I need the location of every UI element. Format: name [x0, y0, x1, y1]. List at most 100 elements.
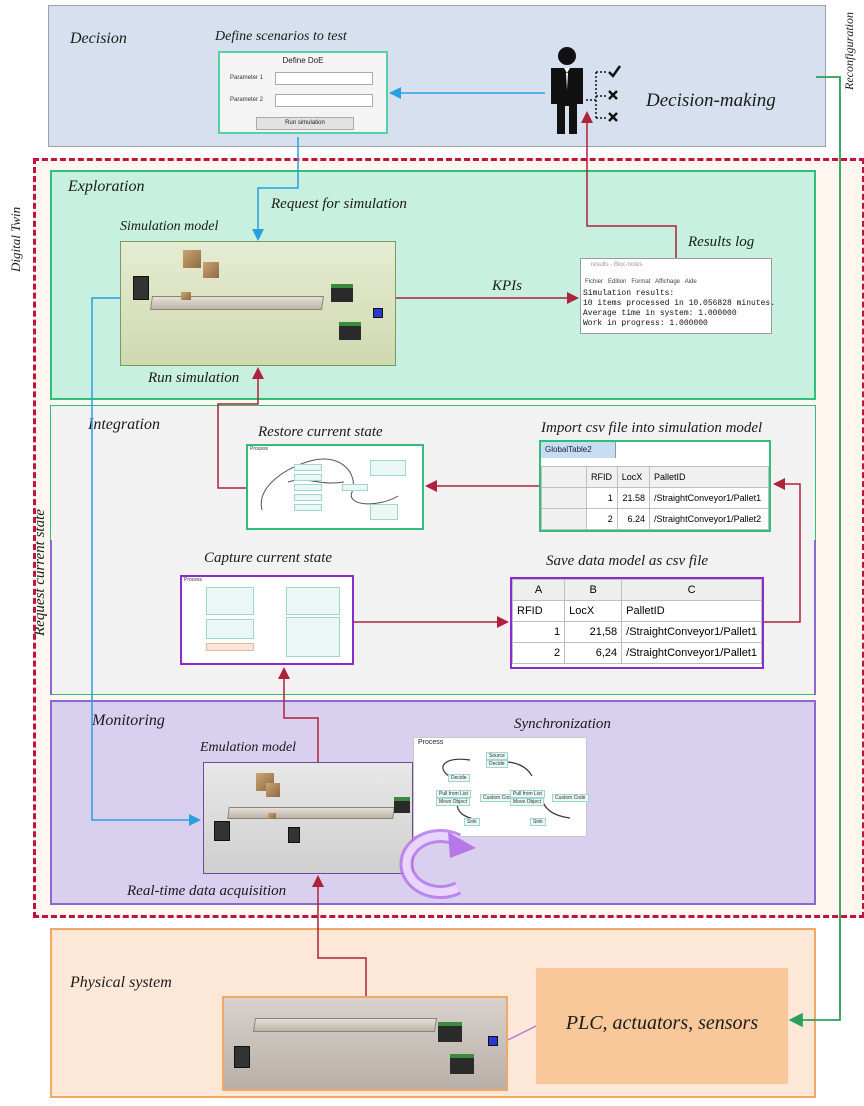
- person-icon: [551, 47, 583, 134]
- excel-col-letter: A: [511, 579, 566, 601]
- menu-fichier[interactable]: Fichier: [585, 279, 604, 285]
- synchronization-label: Synchronization: [514, 716, 611, 732]
- notepad-line-2: 10 items processed in 10.056828 minutes.: [583, 299, 776, 308]
- restore-node-6: [342, 484, 368, 491]
- excel-header: RFID: [511, 600, 566, 622]
- table-row-header: [541, 508, 587, 530]
- sync-node-sink-left: Sink: [464, 818, 480, 826]
- excel-col-letter: C: [621, 579, 762, 601]
- phys-conveyor: [253, 1018, 437, 1032]
- restore-node-2: [294, 474, 322, 481]
- sim-pallet: [181, 292, 191, 300]
- checklist-icon: [586, 65, 622, 122]
- doe-window: Define DoE Parameter 1 Parameter 2 Run s…: [218, 51, 388, 134]
- capture-node-1: [206, 587, 254, 615]
- import-csv-label: Import csv file into simulation model: [541, 420, 763, 436]
- global-table-tab[interactable]: GlobalTable2: [541, 442, 616, 458]
- save-csv-label: Save data model as csv file: [546, 553, 709, 569]
- sync-node-code-right: Custom Code: [552, 794, 589, 802]
- table-header: LocX: [616, 466, 651, 488]
- global-table-window: GlobalTable2 RFID LocX PalletID 1 21.58 …: [539, 440, 771, 532]
- table-corner: [541, 466, 587, 488]
- excel-cell: 21,58: [564, 621, 623, 643]
- restore-node-4: [294, 494, 322, 501]
- sim-box-1: [183, 250, 201, 268]
- sync-node-decide-left: Decide: [448, 774, 470, 782]
- sim-machine-2: [339, 322, 361, 340]
- phys-sink: [488, 1036, 498, 1046]
- excel-row: 1 21,58 /StraightConveyor1/Pallet1: [511, 621, 762, 643]
- excel-view: A B C RFID LocX PalletID 1 21,58 /Straig…: [510, 577, 764, 669]
- results-notepad: results - Bloc-notes Fichier Edition For…: [580, 258, 776, 334]
- simulation-model-label: Simulation model: [120, 219, 219, 234]
- sync-node-source: Source: [486, 752, 508, 760]
- digital-twin-label: Digital Twin: [8, 206, 23, 272]
- notepad-menu: Fichier Edition Format Affichage Aide: [585, 279, 697, 285]
- restore-process-title: Process: [250, 446, 269, 452]
- define-scenarios-label: Define scenarios to test: [215, 29, 347, 44]
- table-row: 2 6.24 /StraightConveyor1/Pallet2: [541, 508, 769, 530]
- sim-box-2: [203, 262, 219, 278]
- sync-process-view: Process Source Decide Decide Pull from L…: [413, 737, 589, 837]
- sync-node-move-right: Move Object: [510, 798, 545, 806]
- plc-label: PLC, actuators, sensors: [565, 1012, 759, 1034]
- table-header: RFID: [586, 466, 618, 488]
- emu-box-2: [266, 783, 280, 797]
- sync-node-move-left: Move Object: [436, 798, 471, 806]
- notepad-line-3: Average time in system: 1.000000: [583, 309, 737, 318]
- emulation-model-label: Emulation model: [200, 740, 297, 755]
- restore-flow-lines: [260, 458, 399, 511]
- decision-layer: [48, 5, 826, 147]
- plc-box: PLC, actuators, sensors: [536, 968, 788, 1084]
- excel-cell: 2: [511, 642, 566, 664]
- excel-table: A B C RFID LocX PalletID 1 21,58 /Straig…: [511, 579, 762, 664]
- capture-node-4: [286, 587, 340, 615]
- kpis-label: KPIs: [492, 278, 522, 294]
- physical-title: Physical system: [70, 974, 172, 991]
- phys-source: [234, 1046, 250, 1068]
- param1-input[interactable]: [275, 72, 373, 85]
- global-table-tab-label: GlobalTable2: [545, 445, 592, 454]
- capture-node-3: [206, 643, 254, 651]
- menu-affichage[interactable]: Affichage: [655, 279, 681, 285]
- sync-node-decide-top: Decide: [486, 760, 508, 768]
- global-table: RFID LocX PalletID 1 21.58 /StraightConv…: [541, 466, 769, 530]
- excel-col-letter: B: [564, 579, 623, 601]
- emu-source: [214, 821, 230, 841]
- rotate-icon: [399, 829, 476, 899]
- sync-flow-lines: [442, 758, 571, 821]
- restore-node-1: [294, 464, 322, 471]
- notepad-title: results - Bloc-notes: [591, 262, 643, 268]
- restore-node-8: [370, 504, 398, 520]
- excel-header: PalletID: [621, 600, 762, 622]
- excel-cell: /StraightConveyor1/Pallet1: [621, 642, 762, 664]
- phys-machine-1: [438, 1022, 462, 1042]
- exploration-title: Exploration: [68, 178, 145, 195]
- table-row: 1 21.58 /StraightConveyor1/Pallet1: [541, 487, 769, 509]
- run-simulation-button[interactable]: Run simulation: [256, 117, 354, 130]
- emu-stand: [288, 827, 300, 843]
- menu-aide[interactable]: Aide: [684, 279, 697, 285]
- excel-cell: /StraightConveyor1/Pallet1: [621, 621, 762, 643]
- real-time-data-label: Real-time data acquisition: [127, 883, 287, 899]
- excel-row: 2 6,24 /StraightConveyor1/Pallet1: [511, 642, 762, 664]
- notepad-line-1: Simulation results:: [583, 289, 675, 298]
- restore-node-5: [294, 504, 322, 511]
- restore-state-label: Restore current state: [258, 424, 383, 440]
- menu-edition[interactable]: Edition: [608, 279, 627, 285]
- param1-label: Parameter 1: [230, 75, 264, 81]
- excel-letter-row: A B C: [511, 579, 762, 601]
- doe-title: Define DoE: [282, 56, 324, 65]
- restore-node-3: [294, 484, 322, 491]
- param2-input[interactable]: [275, 94, 373, 107]
- table-header: PalletID: [649, 466, 769, 488]
- capture-node-5: [286, 617, 340, 657]
- capture-node-2: [206, 619, 254, 639]
- menu-format[interactable]: Format: [631, 279, 651, 285]
- sync-process-title: Process: [418, 739, 444, 746]
- notepad-line-4: Work in progress: 1.000000: [583, 319, 708, 328]
- decision-making-label: Decision-making: [646, 90, 776, 111]
- restore-process-view: Process: [246, 444, 424, 530]
- param2-label: Parameter 2: [230, 97, 264, 103]
- physical-system-view: [222, 996, 508, 1091]
